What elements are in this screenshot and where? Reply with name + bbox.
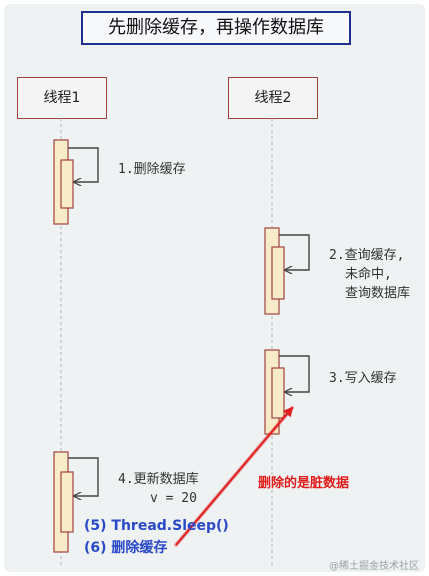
step-1-label: 1.删除缓存 xyxy=(118,162,186,177)
self-call-arrow-1 xyxy=(68,147,99,182)
dirty-data-note: 删除的是脏数据 xyxy=(258,476,350,491)
step-4-label-line-2: v = 20 xyxy=(150,491,197,506)
step-2-label-line-3: 查询数据库 xyxy=(345,286,411,301)
delete-cache-label: (6) 删除缓存 xyxy=(84,540,168,556)
thread-1-activation-4-nested xyxy=(60,471,74,533)
thread-2-box: 线程2 xyxy=(228,77,318,119)
dirty-data-arrow xyxy=(175,406,294,546)
diagram-title: 先删除缓存，再操作数据库 xyxy=(81,11,351,45)
step-2-label-line-2: 未命中, xyxy=(345,267,392,282)
thread-2-activation-3-nested xyxy=(271,367,285,419)
thread-sleep-label: (5) Thread.Sleep() xyxy=(84,518,229,534)
self-call-arrow-3 xyxy=(279,355,310,392)
thread-1-activation-1-nested xyxy=(60,159,74,209)
step-4-label-line-1: 4.更新数据库 xyxy=(118,472,199,487)
watermark: @稀土掘金技术社区 xyxy=(329,561,419,572)
step-3-label: 3.写入缓存 xyxy=(329,371,397,386)
thread-2-activation-2-nested xyxy=(271,246,285,300)
thread-1-box: 线程1 xyxy=(17,77,107,119)
self-call-arrow-4 xyxy=(68,457,99,496)
step-2-label-line-1: 2.查询缓存, xyxy=(329,248,405,263)
self-call-arrow-2 xyxy=(279,234,310,270)
